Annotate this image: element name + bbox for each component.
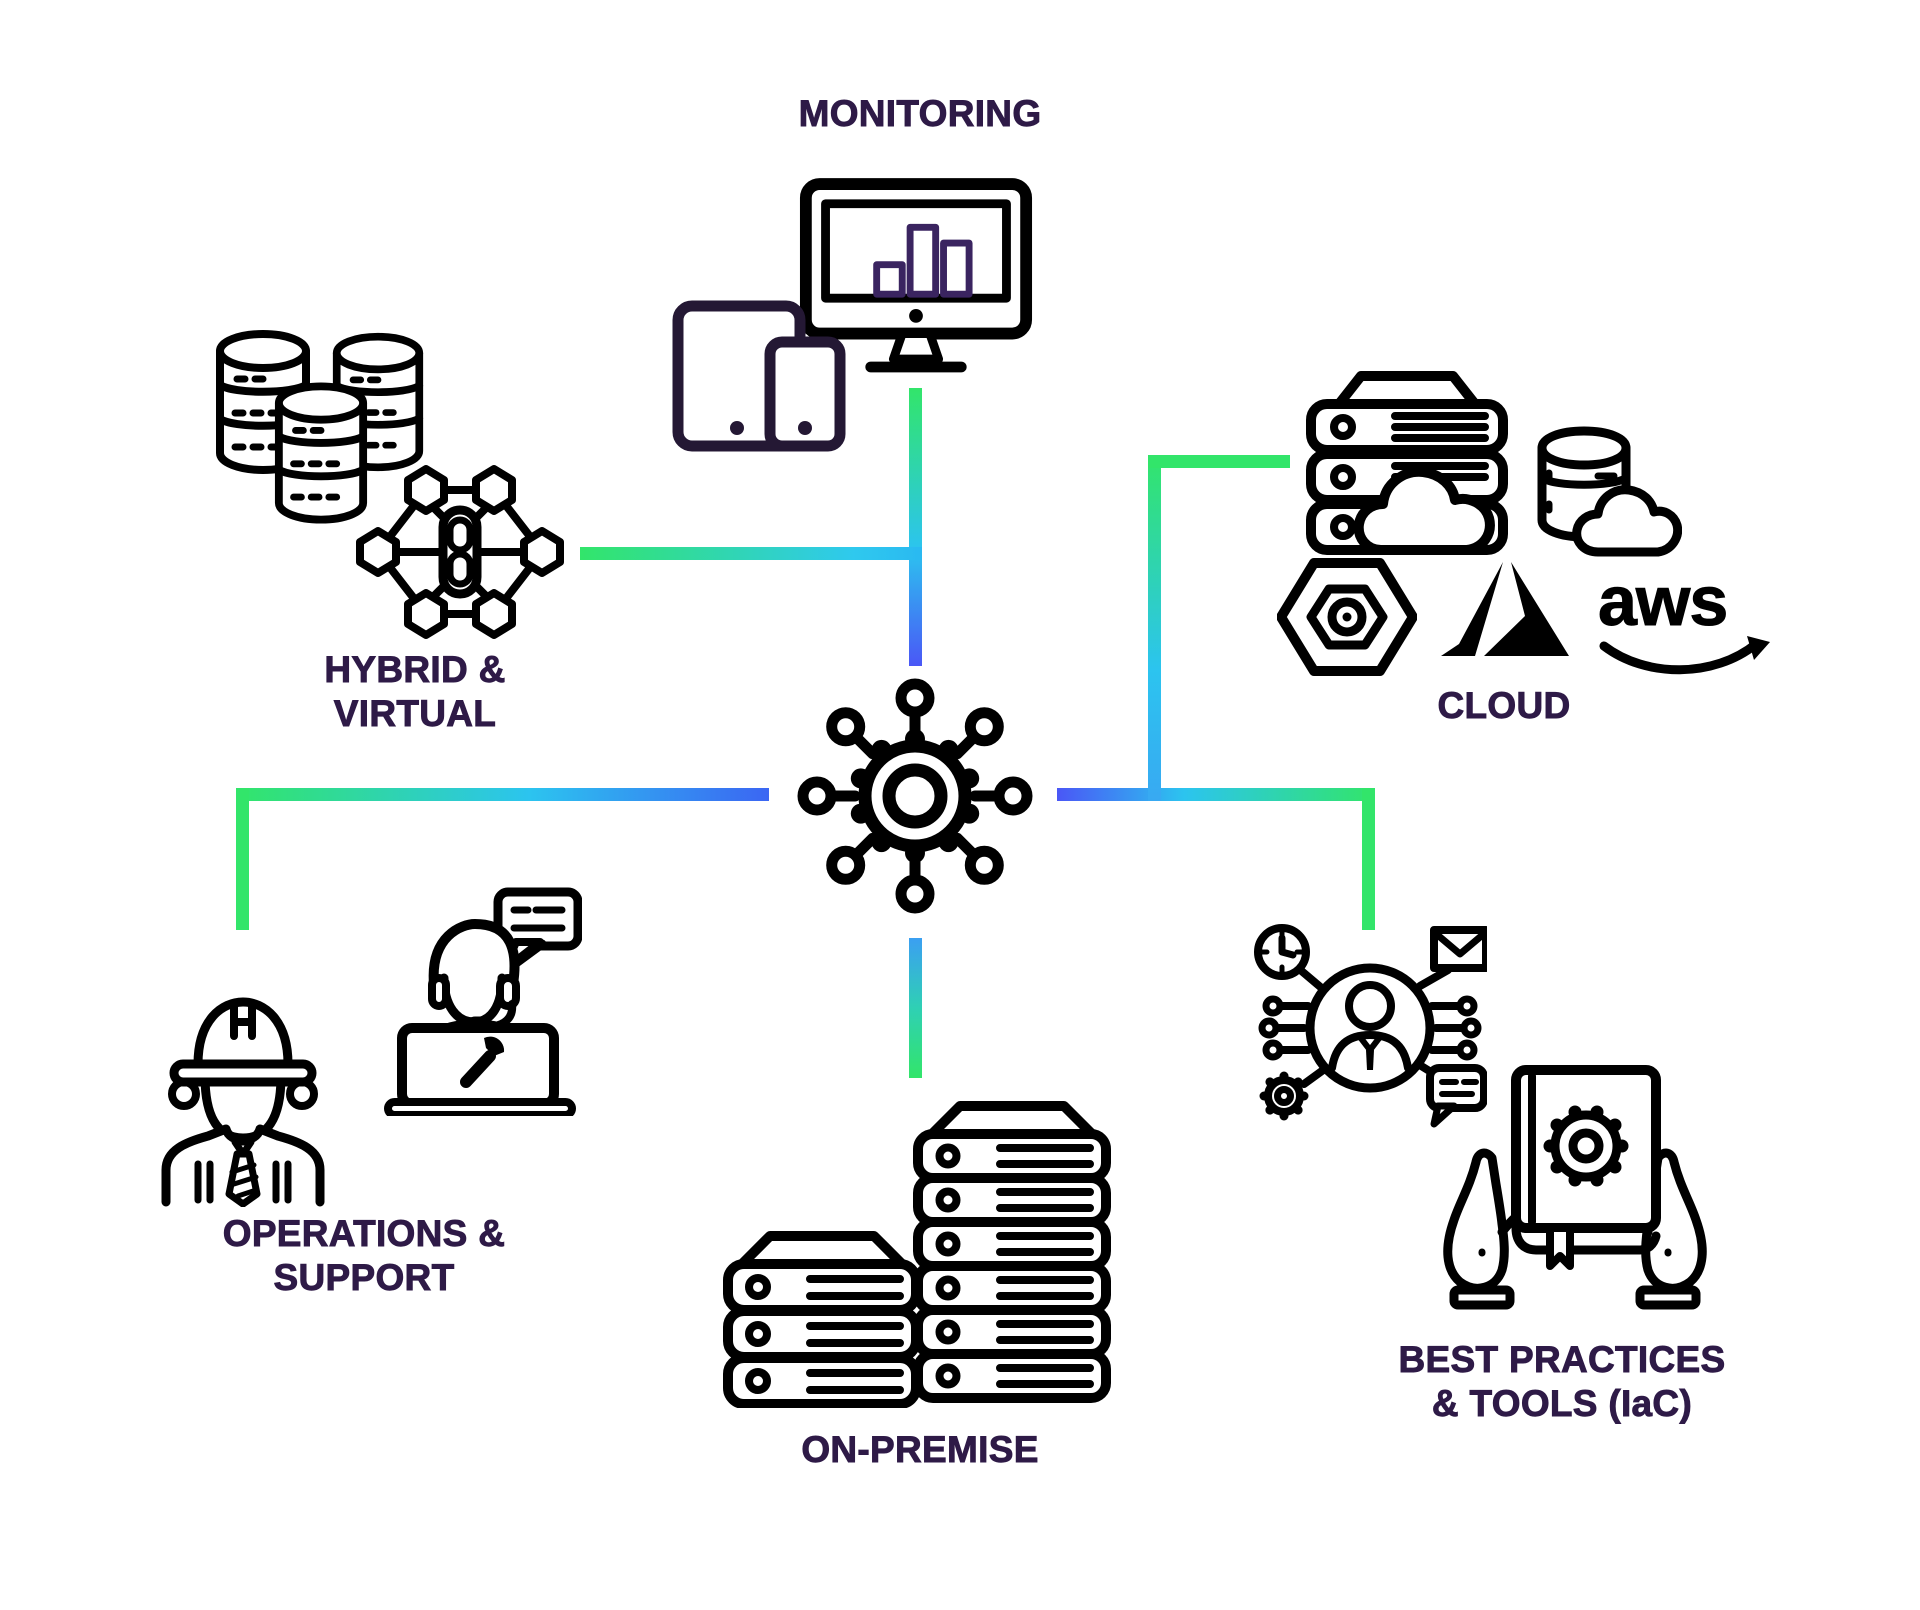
- aws-logo-text: aws: [1597, 562, 1728, 640]
- connector-hub-monitoring: [909, 388, 922, 666]
- connector-cloud-horizontal: [1148, 455, 1290, 468]
- connector-right-horizontal: [1057, 788, 1375, 801]
- monitoring-label: MONITORING: [798, 93, 1042, 135]
- tablet-smartphone-icon: [672, 300, 846, 452]
- hands-holding-gear-book-icon: [1430, 1065, 1720, 1314]
- hex-nut-icon: [1277, 558, 1417, 676]
- engineer-hard-hat-icon: [161, 997, 325, 1207]
- connector-hub-onpremise: [909, 938, 922, 1078]
- operations-support-label: OPERATIONS & SUPPORT: [222, 1213, 506, 1299]
- support-agent-headset-laptop-icon: [384, 887, 582, 1116]
- server-stack-tall-icon: [913, 1101, 1111, 1403]
- network-hub-gear-icon: [797, 678, 1033, 914]
- hybrid-virtual-label: HYBRID & VIRTUAL: [324, 649, 506, 735]
- cloud-label: CLOUD: [1437, 685, 1571, 727]
- cloud-server-rack-icon: [1306, 371, 1508, 555]
- azure-logo-icon: [1441, 562, 1569, 656]
- connector-ops-vertical: [236, 788, 249, 930]
- connector-cloud-vertical: [1148, 455, 1161, 801]
- connector-bestpractices-vertical: [1362, 788, 1375, 930]
- linked-hexagon-network-icon: [356, 465, 564, 639]
- on-premise-label: ON-PREMISE: [801, 1429, 1039, 1471]
- cloud-database-icon: [1537, 426, 1682, 557]
- best-practices-label: BEST PRACTICES & TOOLS (IaC): [1398, 1339, 1726, 1425]
- connector-hub-hybrid: [580, 547, 922, 560]
- desktop-monitor-bar-chart-icon: [799, 178, 1033, 373]
- connector-ops-horizontal: [236, 788, 769, 801]
- server-stack-small-icon: [723, 1231, 921, 1408]
- aws-smile-arrow-icon: [1599, 636, 1770, 675]
- automation-person-circuit-icon: [1254, 924, 1487, 1128]
